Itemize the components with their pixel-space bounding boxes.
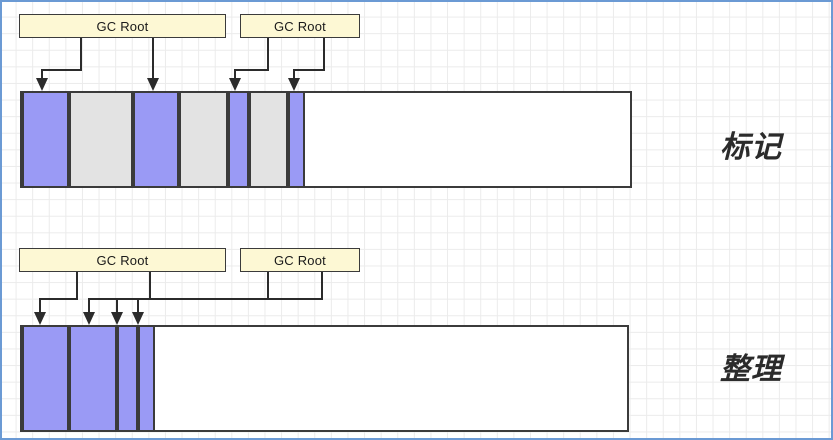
arrowhead-top-1 xyxy=(36,78,48,91)
heap-block-live xyxy=(69,327,117,430)
heap-block-garbage xyxy=(249,93,288,186)
wire-bottom-2 xyxy=(88,272,151,314)
heap-block-live xyxy=(22,327,69,430)
heap-bar-mark xyxy=(20,91,632,188)
wire-top-4 xyxy=(293,38,325,80)
gc-root-box-top-2: GC Root xyxy=(240,14,360,38)
arrowhead-bottom-1 xyxy=(34,312,46,325)
wire-bottom-4 xyxy=(137,272,323,314)
gc-root-label: GC Root xyxy=(274,18,326,34)
gc-root-box-bottom-2: GC Root xyxy=(240,248,360,272)
wire-bottom-1 xyxy=(39,272,78,314)
heap-block-garbage xyxy=(69,93,133,186)
wire-bottom-3 xyxy=(116,272,269,314)
heap-block-live xyxy=(288,93,305,186)
arrowhead-bottom-4 xyxy=(132,312,144,325)
heap-block-live xyxy=(22,93,69,186)
arrowhead-bottom-2 xyxy=(83,312,95,325)
heap-block-live xyxy=(138,327,155,430)
gc-root-box-top-1: GC Root xyxy=(19,14,226,38)
arrowhead-bottom-3 xyxy=(111,312,123,325)
heap-block-live xyxy=(228,93,249,186)
gc-root-label: GC Root xyxy=(274,252,326,268)
wire-top-3 xyxy=(234,38,269,80)
wire-top-1 xyxy=(41,38,82,80)
arrowhead-top-3 xyxy=(229,78,241,91)
phase-label-mark: 标记 xyxy=(720,130,782,165)
gc-root-label: GC Root xyxy=(96,252,149,268)
gc-root-label: GC Root xyxy=(96,18,149,34)
arrowhead-top-4 xyxy=(288,78,300,91)
gc-root-box-bottom-1: GC Root xyxy=(19,248,226,272)
arrowhead-top-2 xyxy=(147,78,159,91)
heap-block-garbage xyxy=(179,93,228,186)
heap-block-live xyxy=(133,93,179,186)
heap-bar-compact xyxy=(20,325,629,432)
heap-block-live xyxy=(117,327,138,430)
phase-label-compact: 整理 xyxy=(720,352,782,387)
